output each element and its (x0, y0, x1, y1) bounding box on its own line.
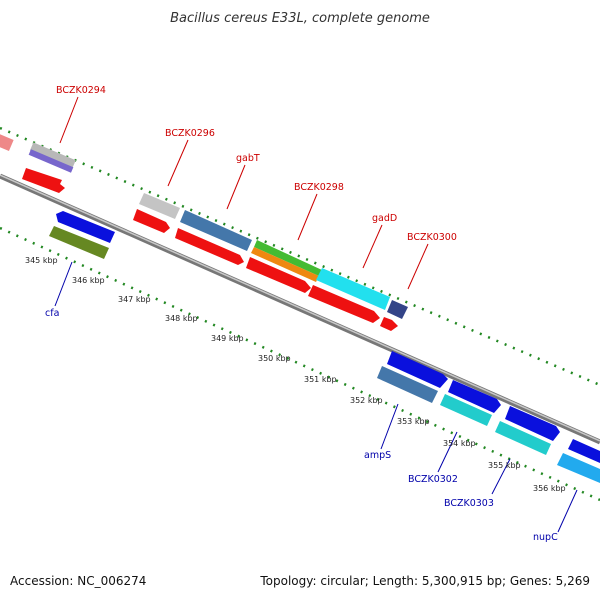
tick-label: 354 kbp (443, 439, 476, 448)
gene-feature-bczk0300-red[interactable] (380, 317, 398, 331)
gene-feature-gabt-red[interactable] (175, 228, 244, 265)
tick-label: 356 kbp (533, 484, 566, 493)
gene-feature-amps-steel[interactable] (377, 366, 438, 403)
outer-feature-ring (0, 126, 600, 387)
gene-feature-gadd-cyan[interactable] (316, 268, 390, 310)
gene-feature-bczk0298-orange[interactable] (251, 247, 319, 282)
gene-feature-bczk0303-blue[interactable] (505, 406, 560, 441)
gene-feature-bczk0300[interactable] (387, 300, 408, 319)
gene-label-nupc[interactable]: nupC (533, 532, 558, 543)
genome-backbone-highlight (0, 174, 600, 442)
gene-feature-bczk0298-green[interactable] (254, 240, 322, 276)
gene-feature-amps-blue[interactable] (387, 351, 448, 388)
gene-feature-cfa-blue[interactable] (56, 211, 115, 243)
gene-features (0, 132, 600, 483)
gene-feature-bczk0296-red[interactable] (133, 209, 170, 233)
tick-label: 349 kbp (211, 334, 244, 343)
tick-label: 353 kbp (397, 417, 430, 426)
gene-feature-nupc-blue[interactable] (568, 439, 600, 463)
gene-label-gadd[interactable]: gadD (372, 213, 397, 224)
summary-text: Topology: circular; Length: 5,300,915 bp… (259, 574, 590, 588)
gene-feature-gabt[interactable] (180, 210, 252, 251)
gene-label-bczk0294[interactable]: BCZK0294 (56, 85, 106, 96)
tick-label: 350 kbp (258, 354, 291, 363)
gene-feature-bczk0302-blue[interactable] (448, 380, 501, 413)
gene-label-gabt[interactable]: gabT (236, 153, 260, 164)
gene-label-amps[interactable]: ampS (364, 450, 391, 461)
gene-feature-partial[interactable] (0, 132, 14, 152)
tick-label: 351 kbp (304, 375, 337, 384)
gene-feature-bczk0298-red[interactable] (246, 257, 311, 293)
tick-label: 352 kbp (350, 396, 383, 405)
label-leaders (54, 96, 578, 533)
tick-label: 345 kbp (25, 256, 58, 265)
forward-gene-labels: BCZK0294 BCZK0296 gabT BCZK0298 gadD BCZ… (56, 85, 457, 243)
gene-feature-bczk0302-teal[interactable] (440, 394, 492, 426)
gene-label-bczk0302[interactable]: BCZK0302 (408, 474, 458, 485)
inner-feature-ring (0, 226, 600, 502)
gene-feature-bczk0303-teal[interactable] (495, 421, 551, 455)
gene-label-bczk0296[interactable]: BCZK0296 (165, 128, 215, 139)
reverse-gene-labels: cfa ampS BCZK0302 BCZK0303 nupC (45, 308, 558, 543)
kbp-ticks: 345 kbp 346 kbp 347 kbp 348 kbp 349 kbp … (25, 256, 566, 493)
gene-label-bczk0298[interactable]: BCZK0298 (294, 182, 344, 193)
tick-label: 355 kbp (488, 461, 521, 470)
gene-label-cfa[interactable]: cfa (45, 308, 59, 319)
accession-text: Accession: NC_006274 (10, 574, 146, 588)
gene-label-bczk0300[interactable]: BCZK0300 (407, 232, 457, 243)
gene-feature-gadd-red[interactable] (308, 285, 380, 323)
gene-feature-bczk0296-grey[interactable] (139, 193, 180, 219)
gene-feature-bczk0294-red[interactable] (22, 168, 65, 193)
gene-feature-cfa-olive[interactable] (49, 226, 109, 259)
gene-feature-bczk0294-grey[interactable] (29, 142, 76, 169)
gene-feature-bczk0294-purple[interactable] (28, 149, 74, 173)
gene-label-bczk0303[interactable]: BCZK0303 (444, 498, 494, 509)
tick-label: 347 kbp (118, 295, 151, 304)
tick-label: 346 kbp (72, 276, 105, 285)
map-title: Bacillus cereus E33L, complete genome (170, 11, 430, 26)
gene-feature-nupc-cyan[interactable] (557, 453, 600, 483)
tick-label: 348 kbp (165, 314, 198, 323)
genome-backbone (0, 173, 600, 445)
